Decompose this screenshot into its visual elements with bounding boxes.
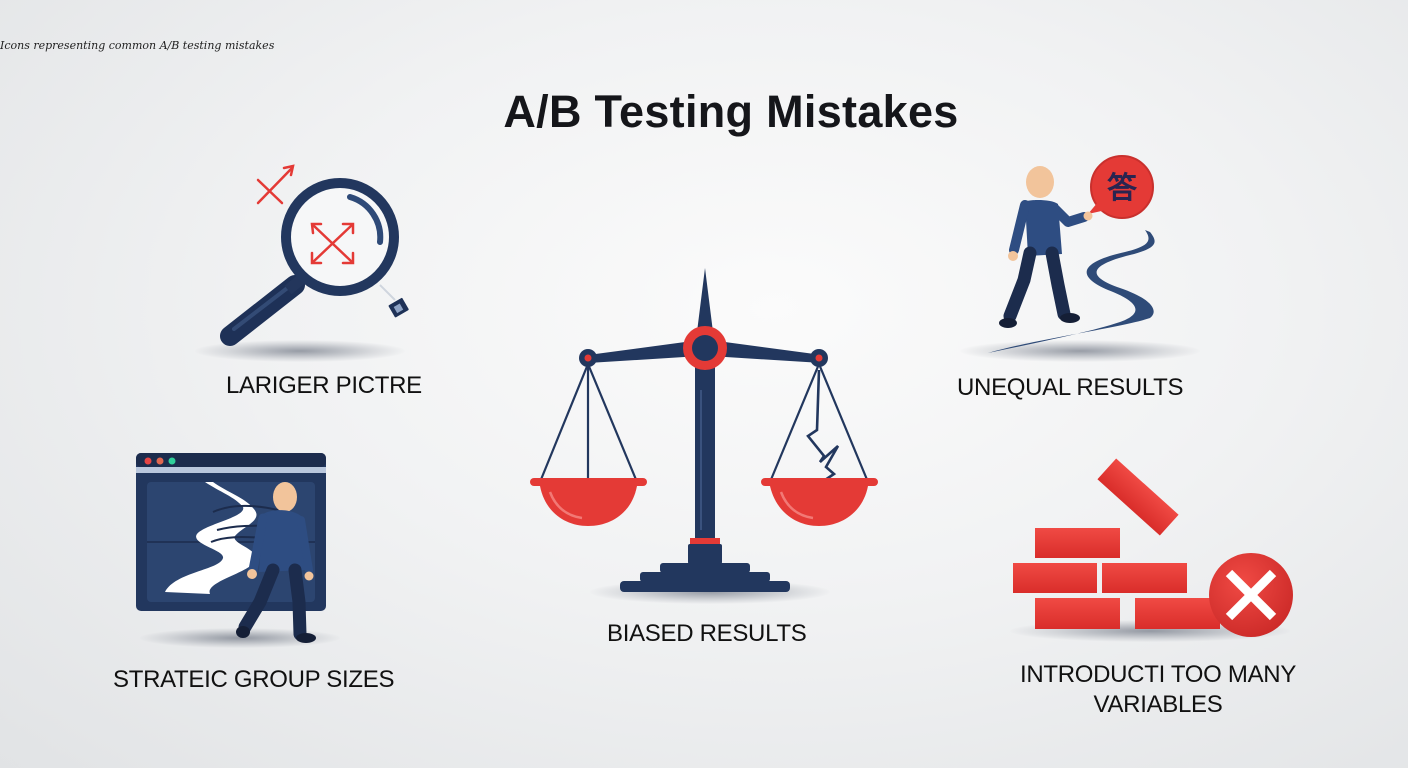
item-label: LARIGER PICTRE [226,372,422,399]
magnifying-glass-icon [220,164,409,346]
icon-shadow [195,340,405,362]
item-label: STRATEIC GROUP SIZES [113,666,395,693]
bricks-with-x-icon [1013,458,1293,637]
svg-text:答: 答 [1107,171,1138,206]
item-label: INTRODUCTI TOO MANY VARIABLES [1019,661,1297,718]
browser-window-person-icon [136,453,326,643]
icon-shadow [140,628,340,648]
item-label: BIASED RESULTS [607,620,807,647]
person-walking-path-icon: 答 [988,155,1155,353]
window-close-dot [144,457,152,465]
item-label: UNEQUAL RESULTS [957,374,1184,401]
balance-scale-icon [530,268,878,592]
image-caption: Icons representing common A/B testing mi… [0,39,275,52]
page-title: A/B Testing Mistakes [503,86,959,137]
